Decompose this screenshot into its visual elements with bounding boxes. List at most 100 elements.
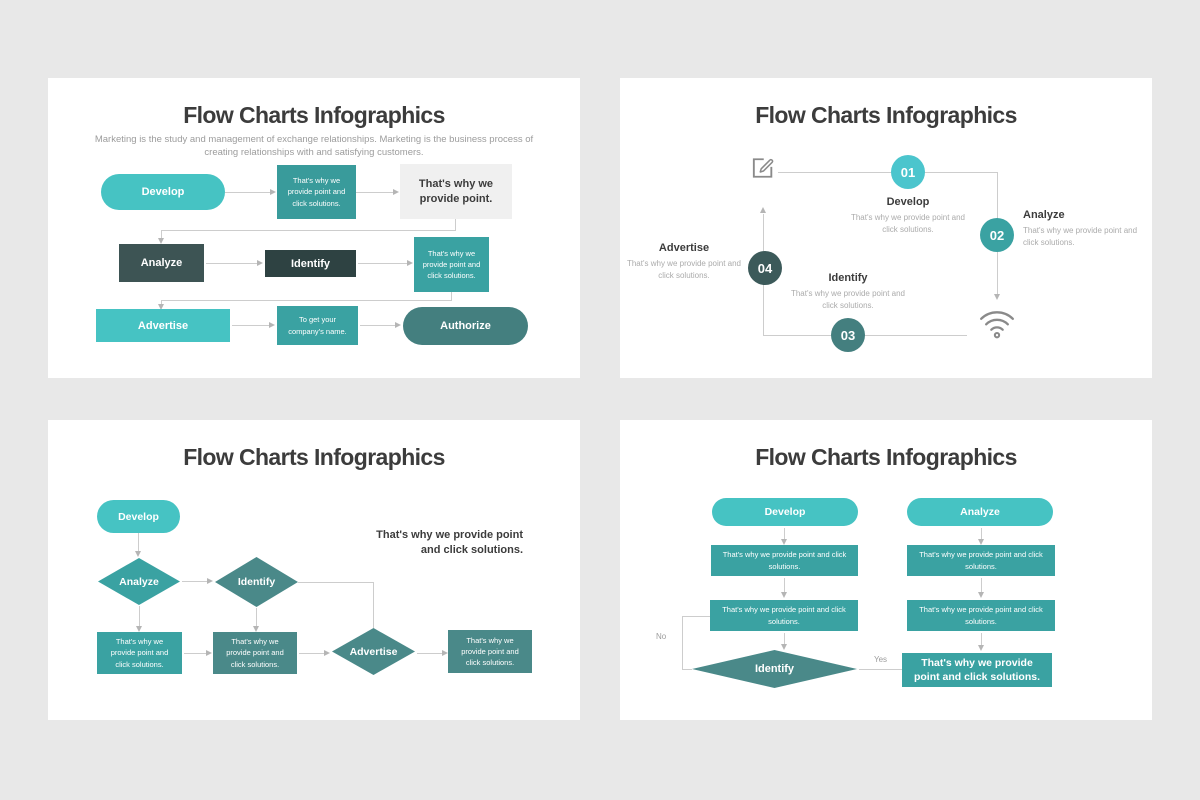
arrowhead-down bbox=[158, 304, 164, 310]
step-label: Advertise bbox=[658, 242, 710, 254]
slide-title: Flow Charts Infographics bbox=[755, 102, 1017, 128]
note-text: That's why we provide point and click so… bbox=[376, 529, 523, 557]
loop-bottom-line bbox=[763, 335, 967, 336]
node-develop: Develop bbox=[712, 498, 858, 526]
connector-line bbox=[139, 606, 140, 626]
connector-line bbox=[184, 653, 207, 654]
connector-line bbox=[360, 325, 396, 326]
connector-line bbox=[206, 263, 258, 264]
step-label: Analyze bbox=[1023, 209, 1065, 221]
node-right-box-1: That's why we provide point and click so… bbox=[907, 545, 1055, 576]
connector-line bbox=[161, 230, 162, 238]
node-why-box-1: That's why we provide point and click so… bbox=[97, 632, 182, 674]
step-circle-01: 01 bbox=[891, 155, 925, 189]
arrowhead-right bbox=[442, 650, 448, 656]
node-develop: Develop bbox=[97, 500, 180, 533]
connector-line bbox=[225, 192, 271, 193]
slide-3-decision-flow: Flow Charts Infographics That's why we p… bbox=[48, 420, 580, 720]
arrowhead-down bbox=[253, 626, 259, 632]
arrowhead-down bbox=[136, 626, 142, 632]
arrowhead-right bbox=[206, 650, 212, 656]
connector-line bbox=[417, 653, 443, 654]
step-desc: That's why we provide point and click so… bbox=[626, 259, 742, 281]
slide-title: Flow Charts Infographics bbox=[755, 444, 1017, 470]
node-advertise-diamond: Advertise bbox=[332, 628, 415, 675]
step-desc: That's why we provide point and click so… bbox=[790, 289, 906, 311]
node-right-box-2: That's why we provide point and click so… bbox=[907, 600, 1055, 631]
node-authorize: Authorize bbox=[403, 307, 528, 345]
node-result-box: That's why we provide point and click so… bbox=[902, 653, 1052, 687]
node-left-box-2: That's why we provide point and click so… bbox=[710, 600, 858, 631]
step-label: Identify bbox=[828, 272, 868, 284]
node-why-box-2: That's why we provide point and click so… bbox=[213, 632, 297, 674]
step-text-develop: Develop That's why we provide point and … bbox=[848, 196, 968, 237]
connector-line bbox=[981, 528, 982, 539]
yes-label: Yes bbox=[874, 655, 888, 664]
node-identify: Identify bbox=[265, 250, 356, 277]
slide-title: Flow Charts Infographics bbox=[183, 444, 445, 470]
arrowhead-down bbox=[781, 539, 787, 545]
slide-1-flowchart: Flow Charts Infographics Marketing is th… bbox=[48, 78, 580, 378]
step-desc: That's why we provide point and click so… bbox=[1023, 226, 1138, 248]
step-label: Develop bbox=[886, 196, 930, 208]
arrowhead-right bbox=[269, 322, 275, 328]
arrowhead-right bbox=[257, 260, 263, 266]
arrowhead-down bbox=[781, 644, 787, 650]
step-desc: That's why we provide point and click so… bbox=[850, 213, 966, 235]
node-gray-note: That's why we provide point. bbox=[400, 164, 512, 219]
connector-line bbox=[161, 300, 162, 304]
slide-subtitle: Marketing is the study and management of… bbox=[94, 134, 534, 158]
step-circle-04: 04 bbox=[748, 251, 782, 285]
connector-line bbox=[784, 528, 785, 539]
no-label: No bbox=[656, 632, 667, 641]
step-circle-03: 03 bbox=[831, 318, 865, 352]
connector-line bbox=[451, 292, 452, 300]
arrowhead-down bbox=[158, 238, 164, 244]
node-analyze: Analyze bbox=[119, 244, 204, 282]
node-analyze: Analyze bbox=[907, 498, 1053, 526]
arrowhead-right bbox=[407, 260, 413, 266]
arrowhead-right bbox=[324, 650, 330, 656]
edit-compose-icon bbox=[752, 158, 774, 178]
step-text-analyze: Analyze That's why we provide point and … bbox=[1023, 209, 1141, 250]
arrowhead-up bbox=[760, 207, 766, 213]
arrowhead-down bbox=[781, 592, 787, 598]
node-advertise: Advertise bbox=[96, 309, 230, 342]
node-identify-diamond: Identify bbox=[692, 650, 857, 688]
arrowhead-right bbox=[207, 578, 213, 584]
node-why-box-3: That's why we provide point and click so… bbox=[448, 630, 532, 673]
node-why-box-2: That's why we provide point and click so… bbox=[414, 237, 489, 292]
connector-line bbox=[298, 582, 374, 583]
arrowhead-down bbox=[994, 294, 1000, 300]
connector-line bbox=[981, 578, 982, 592]
connector-line bbox=[981, 633, 982, 645]
connector-line bbox=[182, 581, 208, 582]
connector-line bbox=[232, 325, 270, 326]
arrowhead-right bbox=[393, 189, 399, 195]
step-text-advertise: Advertise That's why we provide point an… bbox=[626, 242, 742, 283]
yes-branch-line bbox=[859, 669, 902, 670]
no-branch-line bbox=[682, 669, 692, 670]
connector-line bbox=[784, 578, 785, 592]
slide-2-cycle-steps: Flow Charts Infographics 01 Develop That… bbox=[620, 78, 1152, 378]
slide-title: Flow Charts Infographics bbox=[183, 102, 445, 128]
connector-line bbox=[356, 192, 394, 193]
step-text-identify: Identify That's why we provide point and… bbox=[788, 272, 908, 313]
node-develop: Develop bbox=[101, 174, 225, 210]
connector-line bbox=[373, 582, 374, 628]
connector-line bbox=[256, 608, 257, 626]
node-why-box-1: That's why we provide point and click so… bbox=[277, 165, 356, 219]
step-circle-02: 02 bbox=[980, 218, 1014, 252]
no-branch-line bbox=[682, 616, 683, 669]
arrowhead-down bbox=[978, 645, 984, 651]
node-left-box-1: That's why we provide point and click so… bbox=[711, 545, 858, 576]
connector-line bbox=[138, 533, 139, 551]
node-identify-diamond: Identify bbox=[215, 557, 298, 607]
connector-line bbox=[358, 263, 408, 264]
no-branch-line bbox=[682, 616, 710, 617]
node-company-box: To get your company's name. bbox=[277, 306, 358, 345]
loop-top-line bbox=[778, 172, 997, 173]
slide-4-two-branch-flow: Flow Charts Infographics Develop Analyze… bbox=[620, 420, 1152, 720]
arrowhead-down bbox=[978, 539, 984, 545]
